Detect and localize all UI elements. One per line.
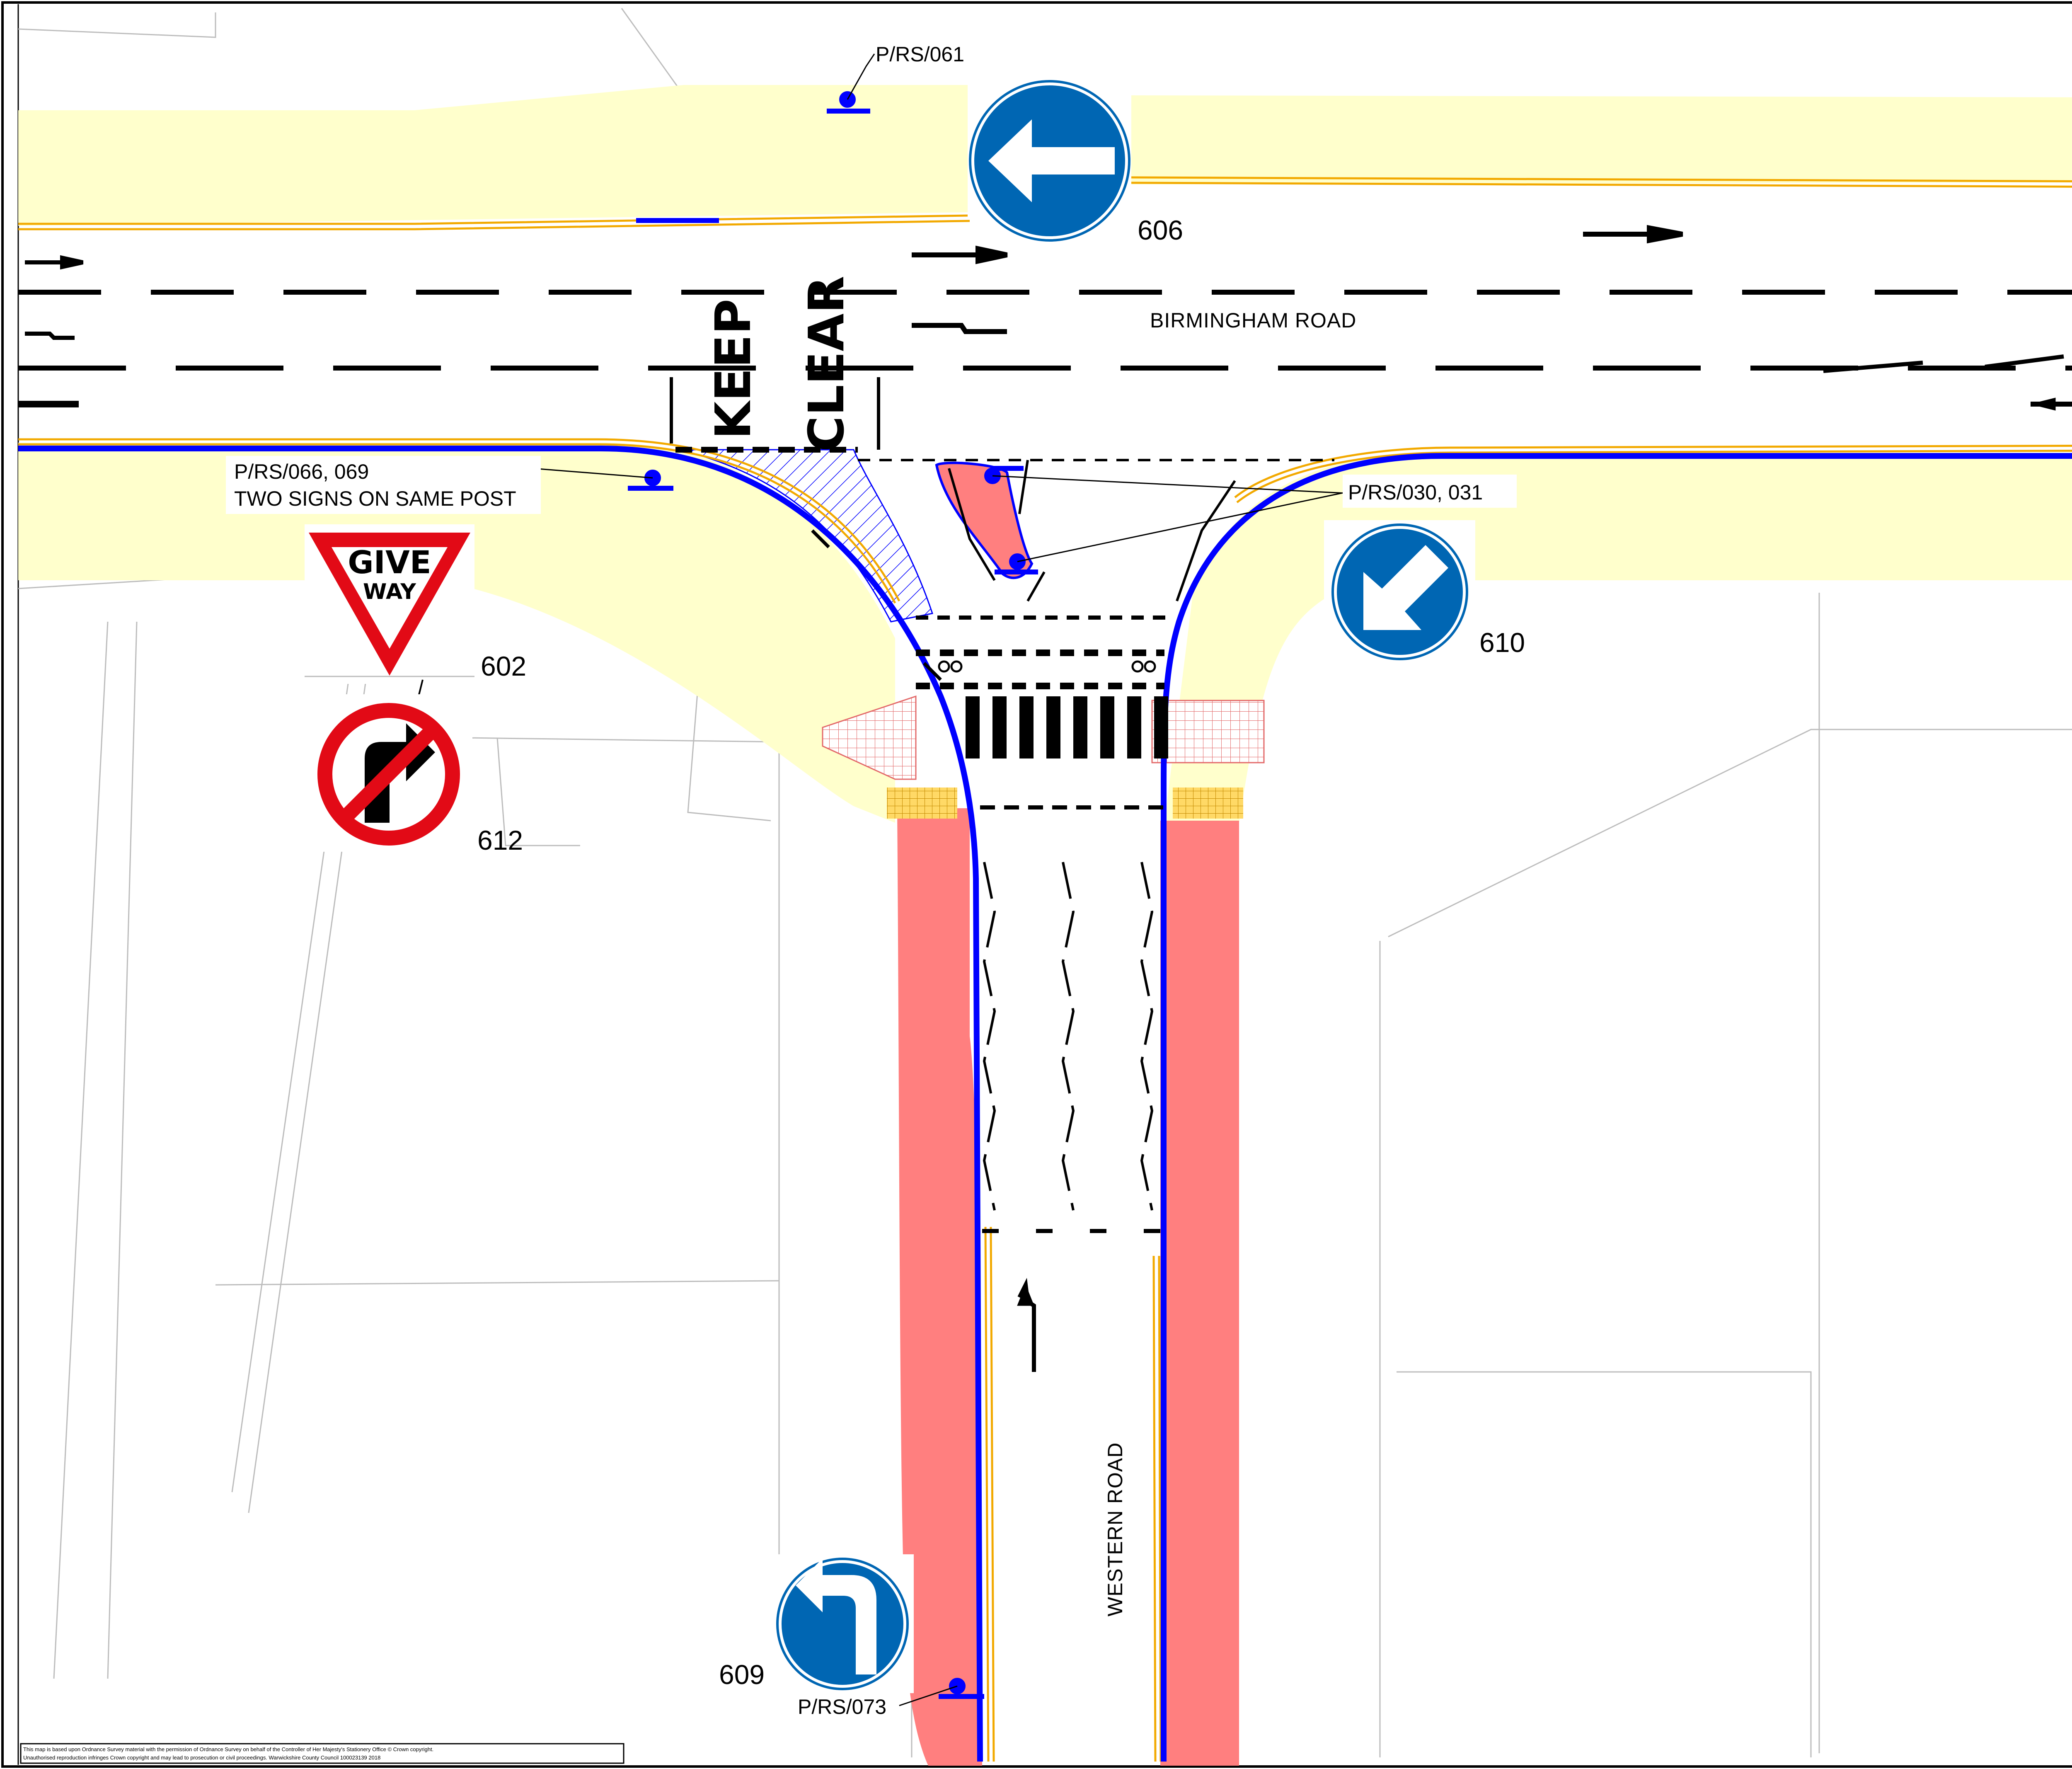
zebra-crossing: [966, 696, 1168, 758]
leader-lines: [532, 53, 1351, 1706]
clear-marking: CLEAR: [798, 276, 855, 452]
sign-602-number: 602: [481, 651, 526, 681]
sign-609-number: 609: [719, 1659, 765, 1690]
keep-marking: KEEP: [704, 299, 762, 439]
label-prs-073: P/RS/073: [798, 1695, 886, 1718]
sign-606: [968, 80, 1131, 242]
buildout-east: [1160, 821, 1239, 1766]
label-bg-030: [1343, 475, 1517, 508]
label-two-signs: TWO SIGNS ON SAME POST: [234, 487, 516, 510]
give-way-post-stub: [418, 679, 424, 697]
copyright-box: [20, 1743, 625, 1764]
waiting-restriction-lines: [18, 176, 2072, 1762]
label-prs-066: P/RS/066, 069: [234, 460, 369, 483]
direction-arrows: [18, 225, 2072, 1372]
footway-south-west: [18, 443, 895, 823]
sign-602: GIVE WAY: [305, 524, 474, 684]
road-name-birmingham: BIRMINGHAM ROAD: [1150, 309, 1356, 332]
sign-606-number: 606: [1138, 215, 1183, 245]
label-prs-030: P/RS/030, 031: [1348, 481, 1483, 504]
footway-north-east: [1131, 95, 2072, 184]
tactile-paving-west: [822, 695, 917, 780]
tactile-paving-yellow-west: [887, 788, 957, 819]
lane-markings: [18, 290, 2072, 1233]
road-name-western: WESTERN ROAD: [1104, 1442, 1127, 1616]
sign-612-number: 612: [477, 825, 523, 855]
tactile-paving-yellow-east: [1173, 788, 1243, 819]
sign-612: [309, 694, 472, 852]
copyright-line1: This map is based upon Ordnance Survey m…: [23, 1746, 433, 1752]
sign-609: [771, 1554, 914, 1693]
bicycle-symbols: [938, 660, 1156, 673]
footway-buildouts: [897, 461, 1239, 1766]
sign-610-number: 610: [1479, 627, 1525, 658]
buildout-west: [897, 808, 982, 1766]
give-way-line1: GIVE: [348, 544, 431, 581]
copyright-line2: Unauthorised reproduction infringes Crow…: [23, 1754, 380, 1761]
label-bg-066: [226, 456, 541, 514]
give-way-line2: WAY: [363, 579, 416, 604]
sign-610: [1324, 520, 1475, 663]
label-prs-061: P/RS/061: [876, 43, 964, 66]
tactile-paving-east: [1151, 700, 1265, 763]
footway-north: [18, 85, 970, 226]
